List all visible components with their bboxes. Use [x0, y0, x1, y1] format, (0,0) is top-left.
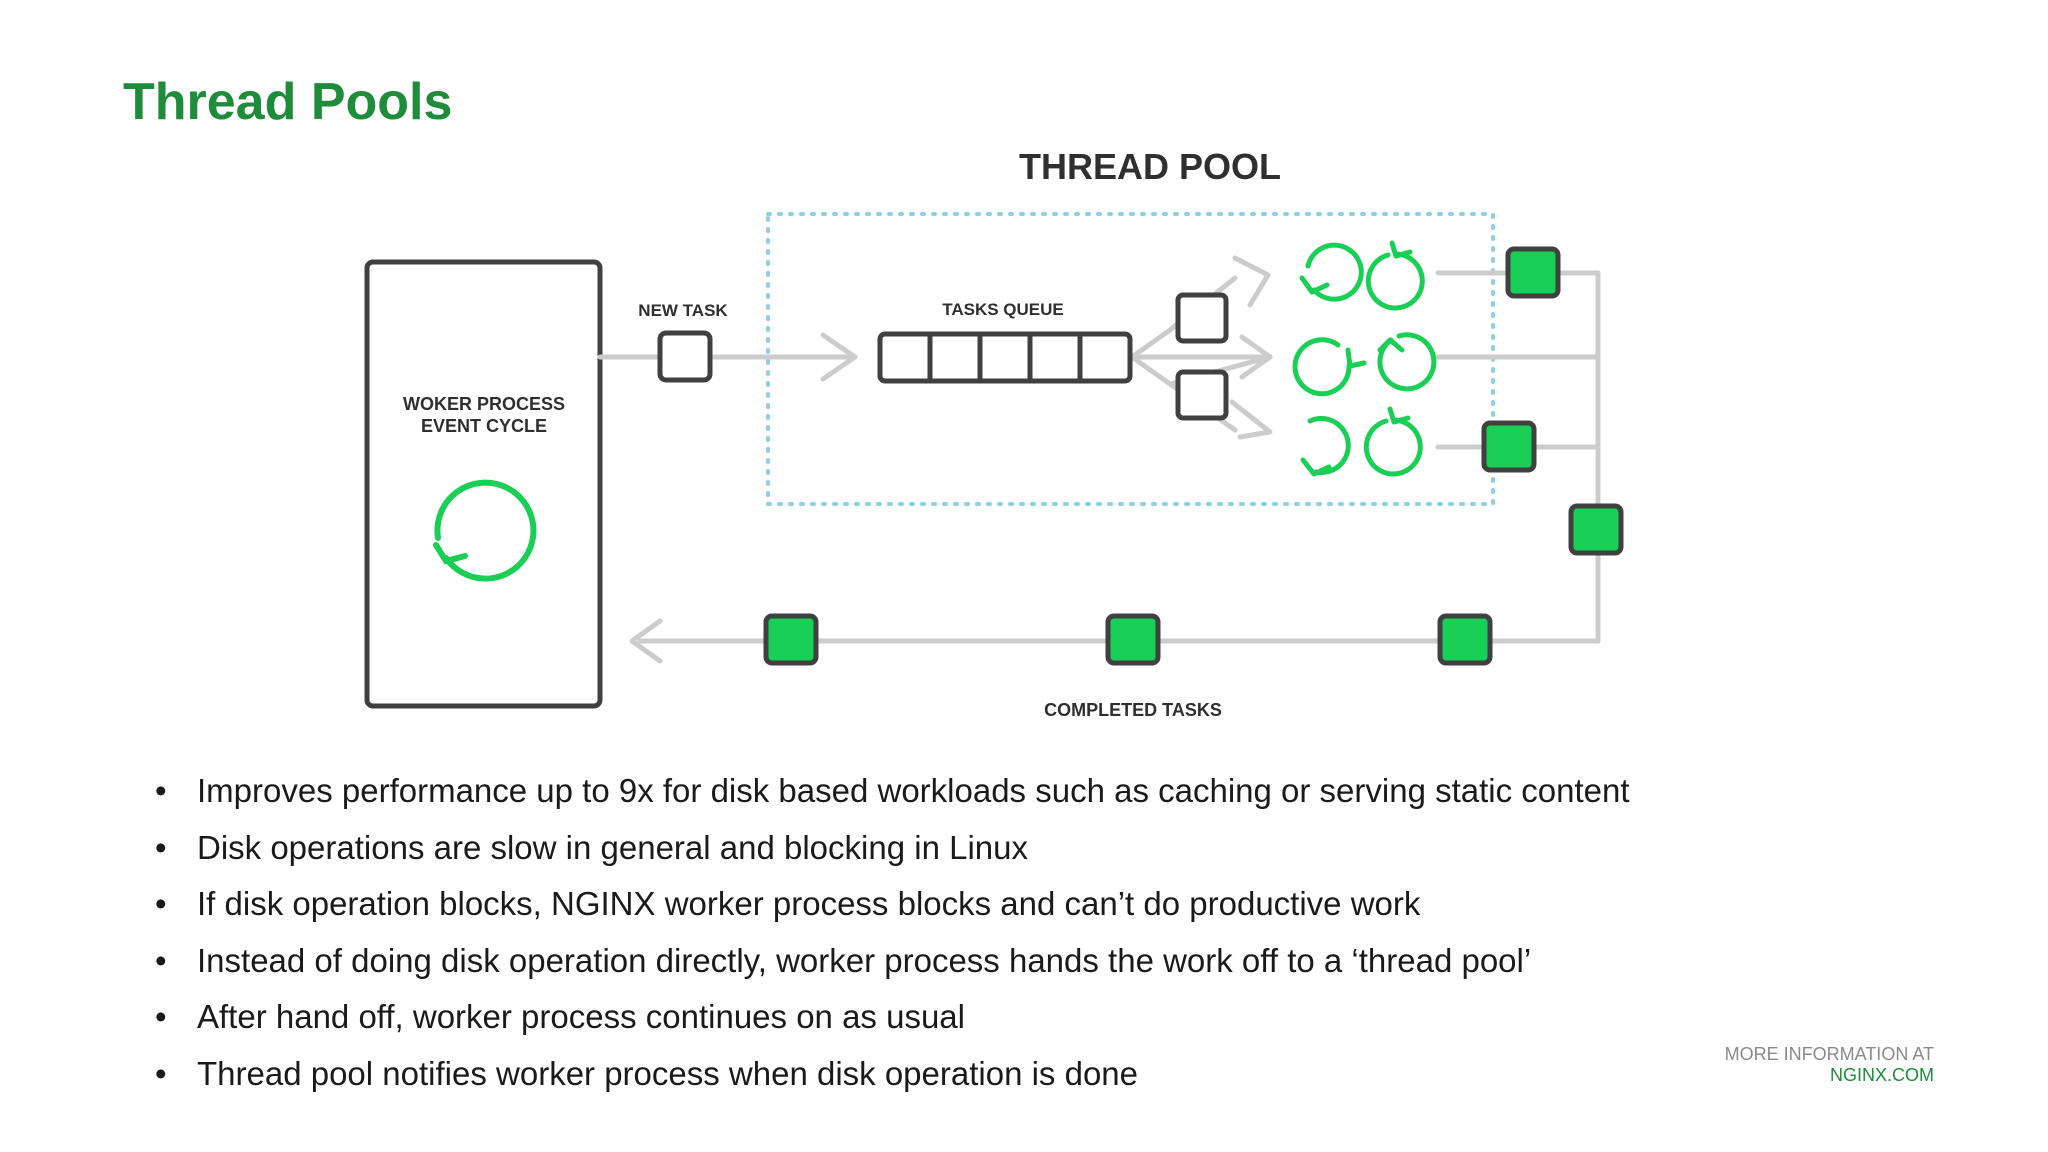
thread-cycle-icon [1377, 332, 1437, 392]
completed-task-square [1437, 613, 1493, 666]
footer-more-info: MORE INFORMATION AT [1724, 1044, 1934, 1064]
footer: MORE INFORMATION AT NGINX.COM [1725, 1044, 1934, 1086]
footer-link[interactable]: NGINX.COM [1829, 1065, 1934, 1085]
completed-task-squares [763, 246, 1624, 666]
bullet-item: • Thread pool notifies worker process whe… [155, 1046, 1630, 1103]
completed-task-square [1505, 246, 1561, 299]
bullet-marker: • [155, 941, 167, 979]
bullet-item: • Improves performance up to 9x for disk … [155, 763, 1630, 820]
bullet-item: • Instead of doing disk operation directl… [155, 933, 1630, 990]
completed-task-square [1105, 613, 1161, 666]
slide-title: Thread Pools [123, 73, 453, 131]
thread-pool-diagram: THREAD POOL WOKER PROCESS EVENT CYCLE NE… [364, 146, 1624, 720]
bullet-item: • After hand off, worker process continue… [155, 989, 1630, 1046]
queue-frame [877, 331, 1133, 384]
bullet-item: • If disk operation blocks, NGINX worker … [155, 876, 1630, 933]
bullet-text: Thread pool notifies worker process when… [197, 1054, 1139, 1092]
thread-workers [1292, 240, 1437, 477]
completed-task-square [1568, 503, 1624, 556]
bullet-marker: • [155, 828, 167, 866]
diagram-title: THREAD POOL [1019, 146, 1281, 187]
thread-cycle-icon [1292, 337, 1367, 397]
thread-cycle-icon [1365, 240, 1425, 311]
worker-label-line2: EVENT CYCLE [421, 416, 547, 436]
bullet-item: • Disk operations are slow in general and… [155, 820, 1630, 877]
bullet-text: Disk operations are slow in general and … [197, 828, 1028, 866]
bullet-text: After hand off, worker process continues… [197, 998, 965, 1036]
thread-cycle-icon [1363, 406, 1423, 477]
bullet-text: Improves performance up to 9x for disk b… [197, 772, 1630, 809]
bullet-marker: • [155, 885, 167, 923]
new-task-box [657, 330, 713, 383]
completed-tasks-label: COMPLETED TASKS [1044, 700, 1222, 720]
bullet-marker: • [155, 1054, 167, 1092]
dispatched-task-box [1175, 292, 1229, 344]
flow-lines [597, 255, 1601, 664]
bullet-marker: • [155, 998, 167, 1036]
bullet-marker: • [155, 772, 167, 809]
bullet-text: If disk operation blocks, NGINX worker p… [197, 885, 1421, 923]
worker-label-line1: WOKER PROCESS [403, 394, 565, 414]
bullet-text: Instead of doing disk operation directly… [197, 941, 1532, 979]
thread-cycle-icon [1299, 242, 1364, 302]
dispatched-task-box [1175, 369, 1229, 421]
event-cycle-icon [433, 479, 537, 582]
new-task-label: NEW TASK [638, 301, 728, 320]
completed-task-square [763, 613, 819, 666]
bullet-list: • Improves performance up to 9x for disk … [155, 763, 1630, 1103]
thread-cycle-icon [1300, 416, 1351, 477]
tasks-queue-label: TASKS QUEUE [942, 300, 1064, 319]
completed-task-square [1481, 420, 1537, 473]
tasks-queue [877, 331, 1133, 384]
